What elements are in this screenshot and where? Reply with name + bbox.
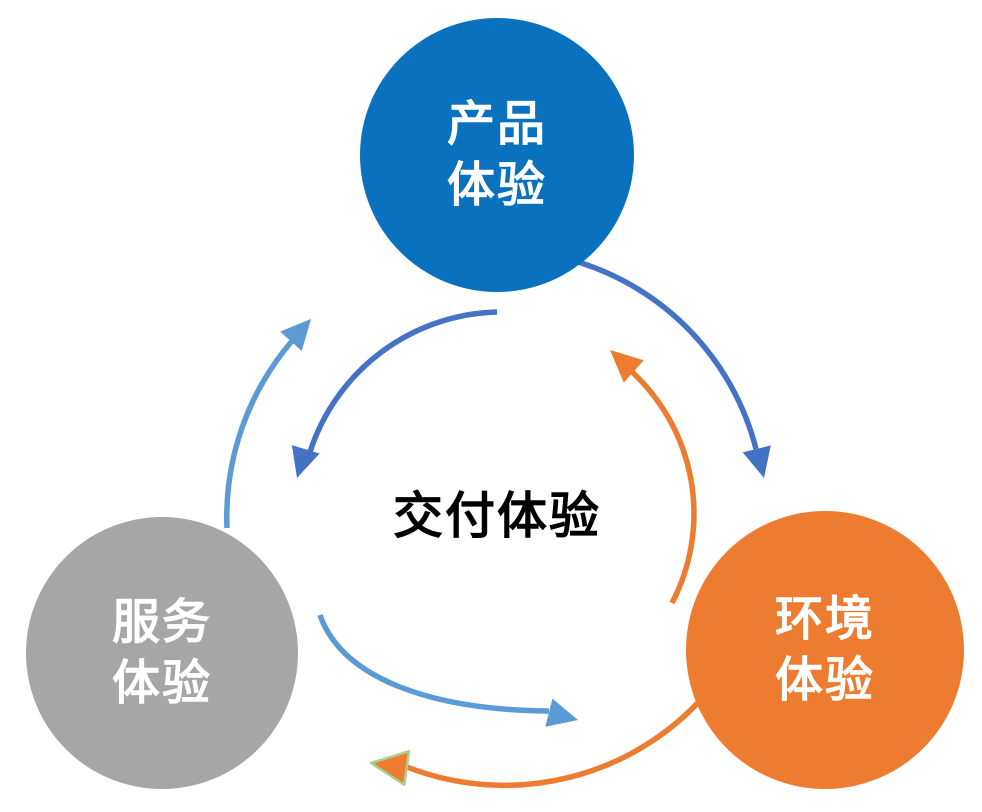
node-service-label-line2: 体验 <box>111 657 212 710</box>
outer-arc-environment-to-service-arrowhead <box>369 749 411 787</box>
inner-arc-top-left <box>307 309 498 453</box>
outer-arc-service-to-product-arrowhead <box>280 319 311 351</box>
outer-arc-product-to-environment <box>577 259 759 450</box>
outer-arc-service-to-product <box>224 339 295 529</box>
inner-arc-top-left-arrowhead <box>291 445 320 478</box>
inner-arc-right-arrowhead <box>610 350 644 383</box>
outer-arc-product-to-environment-arrowhead <box>742 445 771 478</box>
node-environment-label-line2: 体验 <box>774 654 875 707</box>
node-service-label-line1: 服务 <box>111 596 212 649</box>
center-label: 交付体验 <box>393 488 601 544</box>
node-product-label-line2: 体验 <box>446 159 547 212</box>
node-product-label-line1: 产品 <box>446 98 547 151</box>
outer-arc-environment-to-service <box>406 692 709 789</box>
inner-arc-bottom-arrowhead <box>545 698 578 727</box>
node-service-circle: 服务 体验 <box>26 517 298 789</box>
node-product-circle: 产品 体验 <box>360 18 634 292</box>
inner-arc-right <box>629 368 697 605</box>
node-environment-label-line1: 环境 <box>774 593 875 646</box>
inner-arc-bottom <box>317 614 550 714</box>
node-environment-circle: 环境 体验 <box>686 511 964 789</box>
